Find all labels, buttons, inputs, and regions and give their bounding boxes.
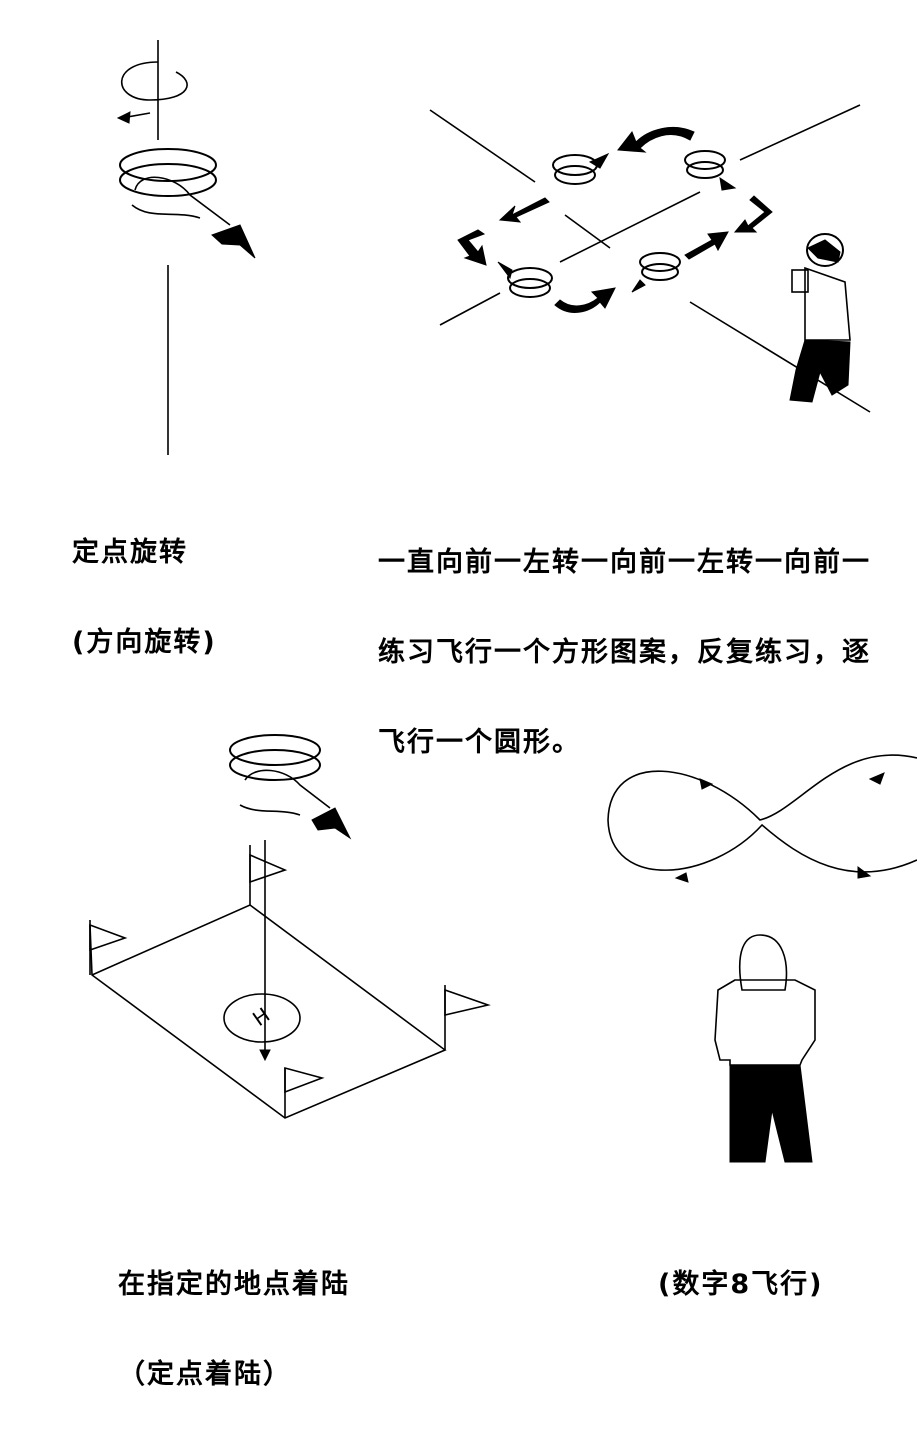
flag-icon xyxy=(444,988,491,1017)
flag-icon xyxy=(89,923,128,952)
figure-eight-diagram xyxy=(607,754,917,1163)
flag-icon xyxy=(249,853,288,884)
flag-icon xyxy=(284,1066,325,1094)
panel-figure-eight: (数字8飞行) xyxy=(607,754,917,1300)
spot-landing-caption: 在指定的地点着陆 xyxy=(118,1269,350,1300)
square-flight-caption-2: 练习飞行一个方形图案，反复练习，逐 xyxy=(378,637,871,668)
hover-rotate-caption: 定点旋转 xyxy=(72,537,188,568)
panel-hover-rotate: 定点旋转 (方向旋转) xyxy=(72,40,256,658)
pilot-figure-icon xyxy=(789,233,851,403)
square-flight-diagram xyxy=(429,104,871,413)
landing-pad xyxy=(223,993,301,1043)
helicopter-icon xyxy=(497,261,553,298)
pilot-figure-icon xyxy=(714,934,816,1163)
helicopter-icon xyxy=(229,734,352,840)
helicopter-icon xyxy=(631,252,681,293)
square-flight-caption-1: 一直向前一左转一向前一左转一向前一 xyxy=(378,547,871,578)
spot-landing-caption-sub: （定点着陆） xyxy=(118,1359,292,1390)
hover-rotate-caption-sub: (方向旋转) xyxy=(72,627,217,658)
square-flight-caption-3: 飞行一个圆形。 xyxy=(378,727,581,758)
spot-landing-diagram: H xyxy=(89,734,491,1119)
panel-square-flight: 一直向前一左转一向前一左转一向前一 练习飞行一个方形图案，反复练习，逐 飞行一个… xyxy=(378,104,871,758)
figure-eight-caption: (数字8飞行) xyxy=(658,1269,824,1300)
helicopter-icon xyxy=(684,150,737,191)
flight-arrow-icon xyxy=(674,772,885,883)
helicopter-icon xyxy=(119,148,256,455)
helicopter-icon xyxy=(552,152,610,185)
diagram-canvas xyxy=(116,40,256,455)
flight-arrow-icon xyxy=(457,126,773,313)
rotation-arrow-icon xyxy=(116,40,188,140)
